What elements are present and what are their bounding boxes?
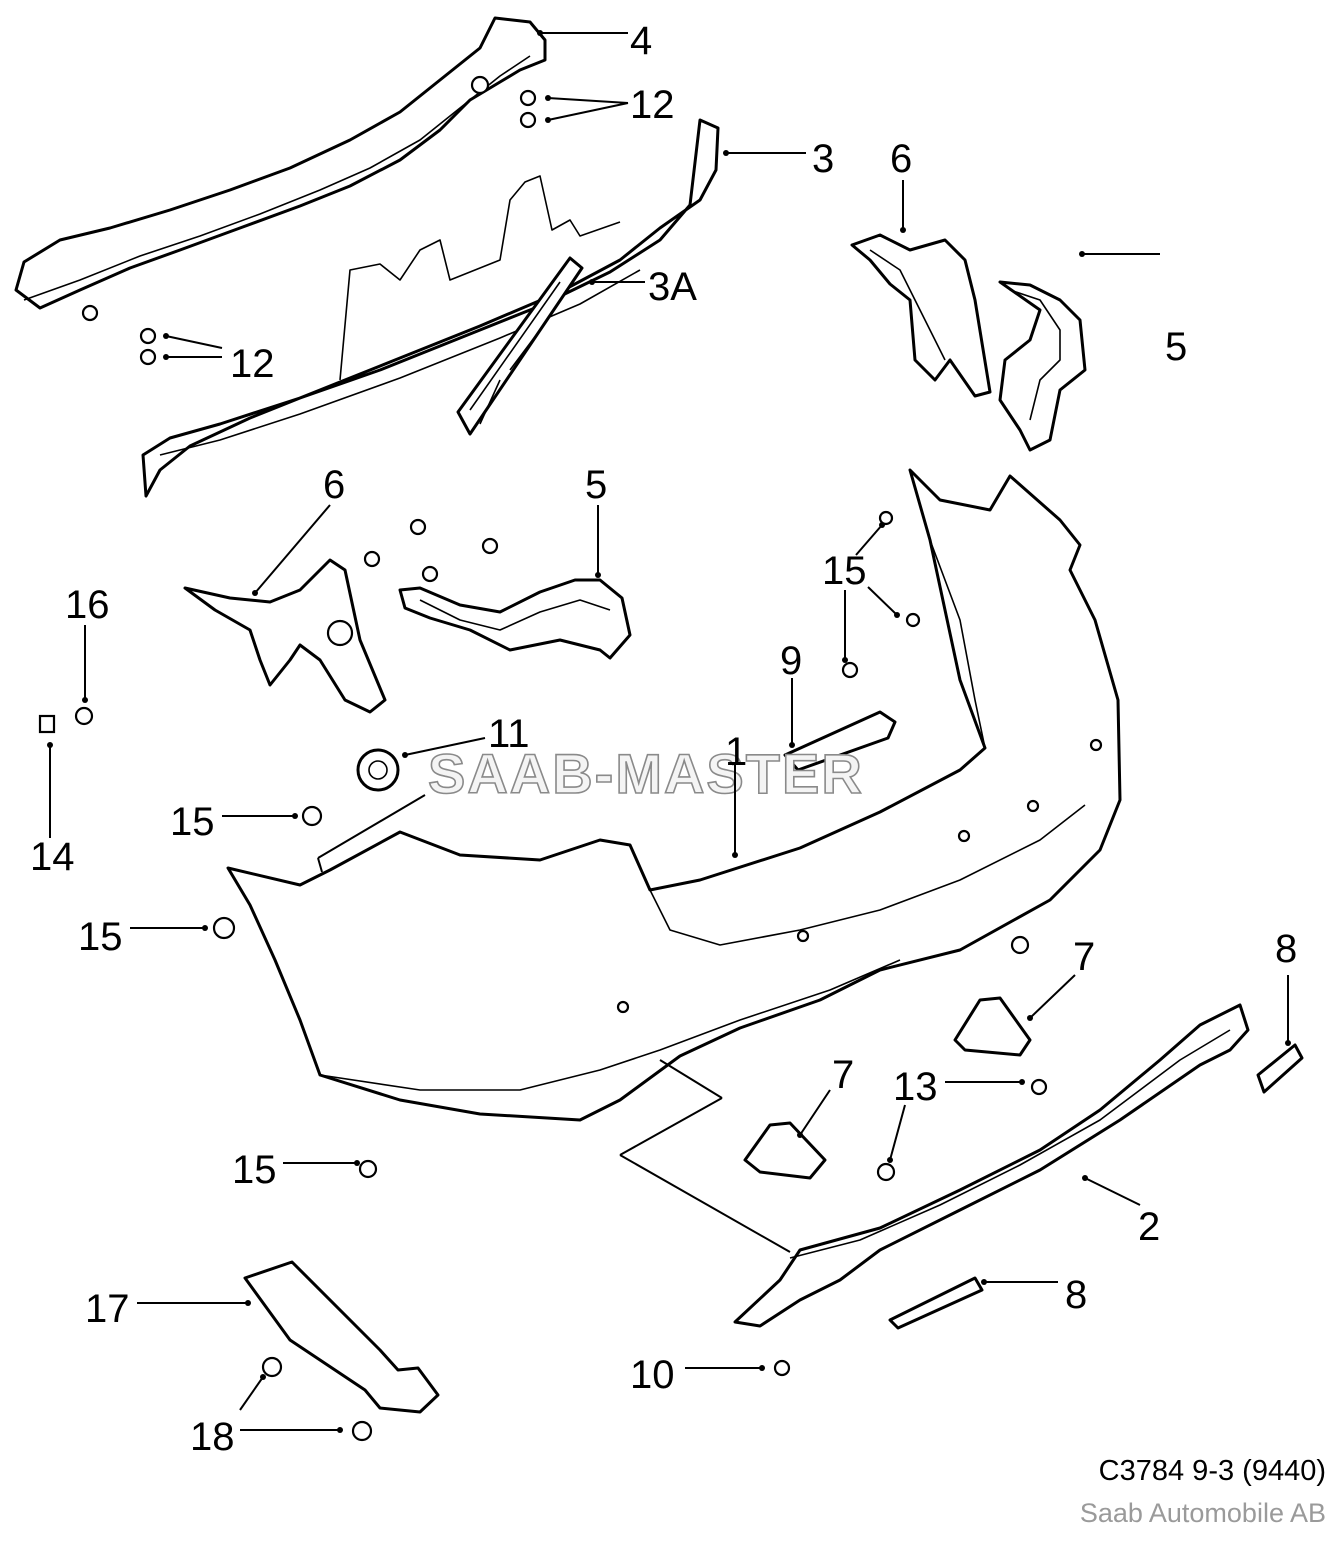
callout-label: 16 — [65, 583, 110, 627]
watermark-text: SAAB-MASTER — [428, 742, 864, 805]
callout-label: 8 — [1065, 1273, 1087, 1317]
part-2-lower-valance — [733, 1003, 1250, 1328]
copyright-owner: Saab Automobile AB — [1079, 1498, 1326, 1528]
callout-label: 12 — [630, 83, 675, 127]
callout-label: 6 — [890, 137, 912, 181]
part-8-reflector-left — [888, 1276, 984, 1330]
part-3a-insert — [456, 256, 584, 436]
callouts: 4 12 3 6 12 3A 5 6 5 16 15 9 1 11 1 — [30, 19, 1297, 1459]
callout-label: 6 — [323, 463, 345, 507]
callout-label: 10 — [630, 1353, 675, 1397]
part-5-upper-bracket — [998, 280, 1087, 452]
part-17-bracket — [243, 1260, 440, 1414]
callout-label: 8 — [1275, 927, 1297, 971]
part-8-reflector-right — [1256, 1043, 1304, 1094]
callout-label: 5 — [1165, 325, 1187, 369]
callout-label: 9 — [780, 639, 802, 683]
part-7-support-lower — [743, 1121, 827, 1180]
part-11-grommet — [356, 748, 400, 792]
callout-label: 5 — [585, 463, 607, 507]
callout-label: 3A — [648, 265, 697, 309]
part-6-lower-bracket — [183, 558, 387, 714]
callout-label: 11 — [488, 712, 530, 756]
callout-label: 1 — [725, 730, 747, 774]
part-6-upper-bracket — [850, 233, 992, 398]
callout-label: 15 — [170, 800, 215, 844]
part-9-bracket — [783, 710, 897, 772]
callout-label: 15 — [232, 1148, 277, 1192]
diagram-code: C3784 9-3 (9440) — [1098, 1455, 1326, 1487]
part-3-energy-absorber — [141, 118, 720, 498]
callout-label: 18 — [190, 1415, 235, 1459]
callout-label: 3 — [812, 137, 834, 181]
callout-label: 13 — [893, 1065, 938, 1109]
callout-label: 17 — [85, 1287, 130, 1331]
callout-label: 15 — [78, 915, 123, 959]
callout-label: 4 — [630, 19, 652, 63]
callout-label: 15 — [822, 549, 867, 593]
part-5-lower-bracket — [398, 578, 632, 660]
callout-label: 7 — [832, 1053, 854, 1097]
fasteners — [38, 89, 1048, 1442]
callout-label: 7 — [1073, 935, 1095, 979]
callout-label: 2 — [1138, 1205, 1160, 1249]
part-4-reinforcement-bar — [14, 16, 547, 322]
part-1-bumper-cover — [226, 468, 1122, 1122]
callout-label: 12 — [230, 342, 275, 386]
callout-label: 14 — [30, 835, 75, 879]
part-7-support-upper — [953, 996, 1032, 1057]
